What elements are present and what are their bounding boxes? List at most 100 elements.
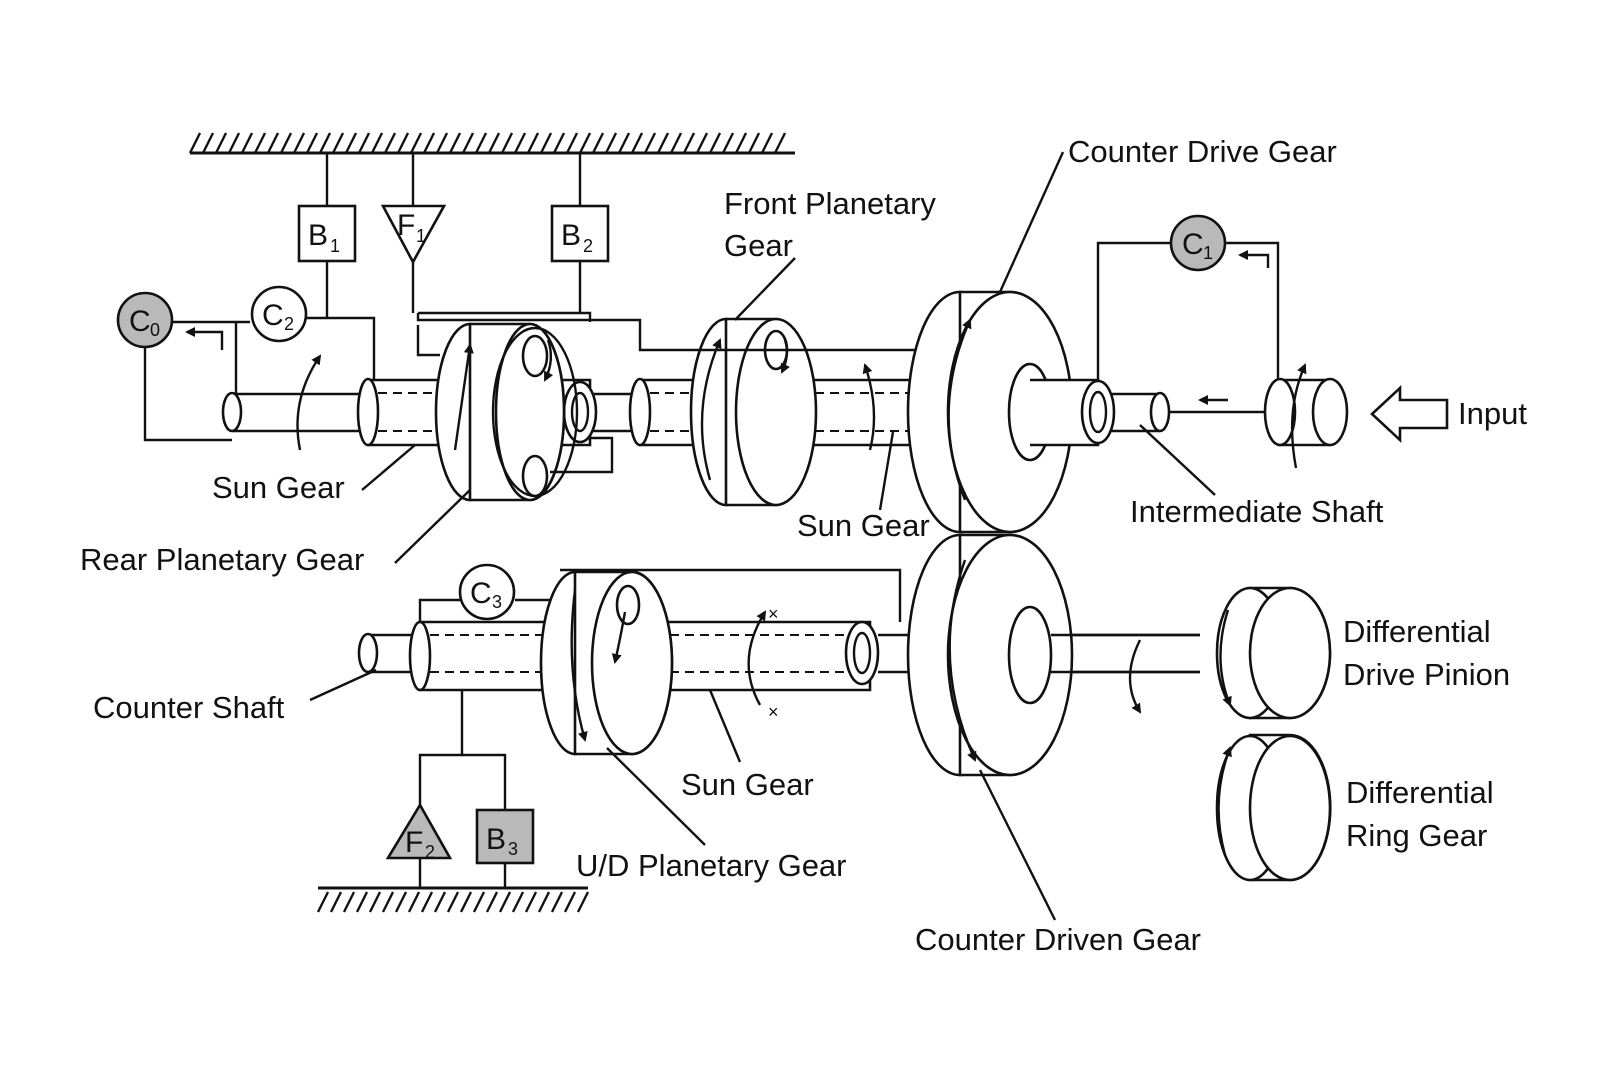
hatch-line [448, 132, 462, 154]
hatch-line [461, 132, 475, 154]
leader-lines [309, 151, 1216, 921]
hatch-line [773, 132, 787, 154]
hatch-line [500, 132, 514, 154]
b2-subscript: 2 [583, 236, 593, 256]
hatch-line [524, 891, 538, 913]
label-differential-drive-pinion-1: Differential [1343, 614, 1491, 649]
hatch-line [669, 132, 683, 154]
hatch-line [734, 132, 748, 154]
c1-letter: C [1182, 228, 1204, 261]
hatch-line [279, 132, 293, 154]
b3-subscript: 3 [508, 839, 518, 859]
f2-letter: F [405, 826, 423, 859]
ground-bottom [316, 886, 590, 913]
hatch-line [591, 132, 605, 154]
upper-linkage [416, 311, 930, 357]
c0-subscript: 0 [150, 320, 160, 340]
hatch-line [316, 891, 330, 913]
hatch-line [253, 132, 267, 154]
brake-b2: B 2 [550, 153, 610, 313]
c0-letter: C [129, 305, 151, 338]
hatch-line [695, 132, 709, 154]
hatch-line [617, 132, 631, 154]
hatch-line [604, 132, 618, 154]
brake-b3: B 3 [475, 808, 535, 888]
clutch-c2: C 2 [234, 285, 376, 451]
b3-letter: B [486, 823, 506, 856]
clutch-c3: C 3 [418, 563, 902, 622]
hatch-line [394, 891, 408, 913]
label-sun-gear-rear: Sun Gear [212, 470, 345, 505]
hatch-line [342, 891, 356, 913]
hatch-line [526, 132, 540, 154]
hatch-line [682, 132, 696, 154]
label-front-planetary-gear-2: Gear [724, 228, 793, 263]
hatch-line [539, 132, 553, 154]
hatch-line [563, 891, 577, 913]
hatch-line [435, 132, 449, 154]
brake-b1: B 1 [297, 153, 357, 318]
b1-subscript: 1 [330, 236, 340, 256]
label-ud-planetary-gear: U/D Planetary Gear [576, 848, 847, 883]
hatch-line [407, 891, 421, 913]
b2-letter: B [561, 219, 581, 252]
b1-letter: B [308, 219, 328, 252]
label-counter-driven-gear: Counter Driven Gear [915, 922, 1201, 957]
hatch-line [474, 132, 488, 154]
label-differential-ring-gear-2: Ring Gear [1346, 818, 1487, 853]
hatch-line [357, 132, 371, 154]
hatch-line [305, 132, 319, 154]
hatch-line [355, 891, 369, 913]
label-differential-ring-gear-1: Differential [1346, 775, 1494, 810]
hatch-line [201, 132, 215, 154]
hatch-line [381, 891, 395, 913]
f2-subscript: 2 [425, 842, 435, 862]
hatch-line [422, 132, 436, 154]
hatch-line [433, 891, 447, 913]
hatch-line [370, 132, 384, 154]
oneway-f1: F 1 [380, 153, 447, 313]
label-sun-gear-front: Sun Gear [797, 508, 930, 543]
front-planetary-gear [689, 317, 818, 507]
label-differential-drive-pinion-2: Drive Pinion [1343, 657, 1510, 692]
c3-subscript: 3 [492, 592, 502, 612]
label-sun-gear-ud: Sun Gear [681, 767, 814, 802]
ud-planetary-gear [539, 570, 767, 756]
input-member [1263, 363, 1349, 469]
hatch-line [292, 132, 306, 154]
hatch-line [760, 132, 774, 154]
hatch-line [550, 891, 564, 913]
hatch-line [227, 132, 241, 154]
counter-driven-gear [906, 533, 1200, 777]
hatch-line [656, 132, 670, 154]
hatch-line [708, 132, 722, 154]
hatch-line [513, 132, 527, 154]
counter-drive-gear [906, 290, 1116, 534]
hatch-line [630, 132, 644, 154]
hatch-line [188, 132, 202, 154]
c3-letter: C [470, 577, 492, 610]
label-front-planetary-gear-1: Front Planetary [724, 186, 936, 221]
hatch-line [331, 132, 345, 154]
hatch-line [240, 132, 254, 154]
oneway-f2: F 2 [385, 690, 507, 888]
rear-planetary-gear [434, 322, 579, 502]
lock-mark-lower: × [768, 702, 779, 722]
label-rear-planetary-gear: Rear Planetary Gear [80, 542, 364, 577]
hatch-line [498, 891, 512, 913]
hatch-line [459, 891, 473, 913]
hatch-line [472, 891, 486, 913]
label-intermediate-shaft: Intermediate Shaft [1130, 494, 1384, 529]
hatch-line [487, 132, 501, 154]
clutch-c1: C 1 [1096, 214, 1280, 380]
hatch-line [643, 132, 657, 154]
hatch-line [383, 132, 397, 154]
hatch-line [446, 891, 460, 913]
hatch-line [485, 891, 499, 913]
hatch-line [578, 132, 592, 154]
f1-subscript: 1 [416, 226, 426, 246]
c2-subscript: 2 [284, 314, 294, 334]
c1-subscript: 1 [1203, 243, 1213, 263]
clutch-c0: C 0 [116, 291, 250, 442]
